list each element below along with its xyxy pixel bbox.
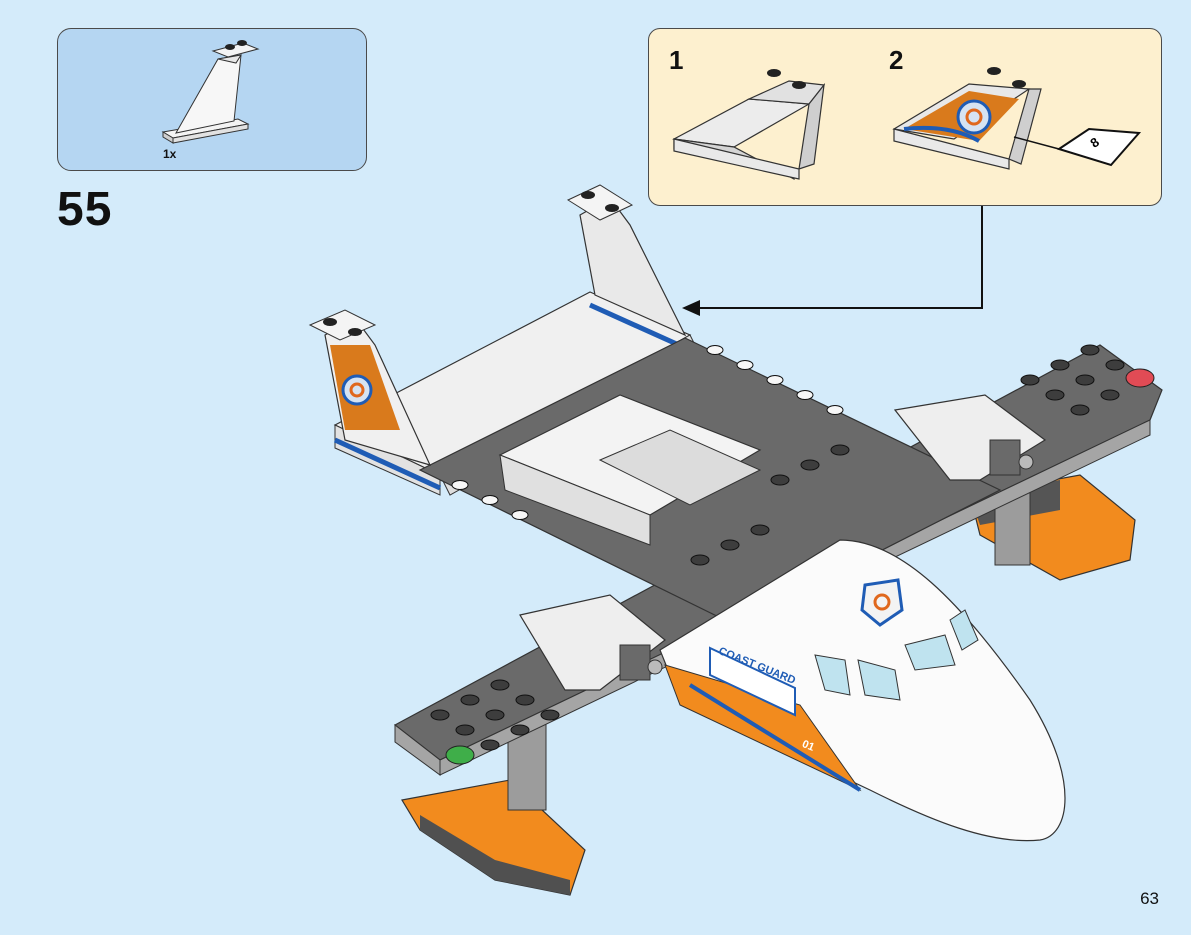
green-nav-light [446,746,474,764]
page-number: 63 [1140,889,1159,909]
red-nav-light [1126,369,1154,387]
